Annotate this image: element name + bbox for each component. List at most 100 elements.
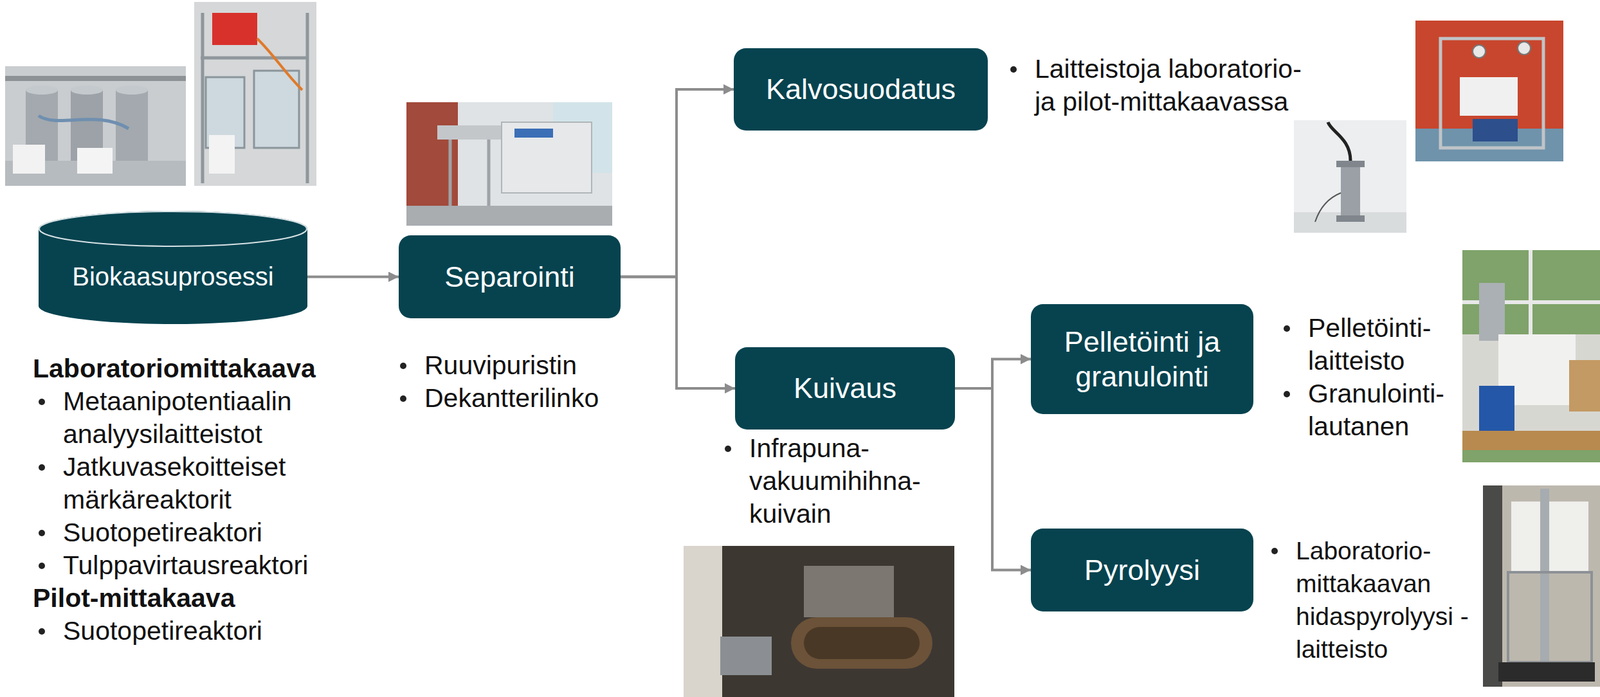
label-group: Laitteistoja laboratorio- ja pilot-mitta… [1034,52,1312,119]
node-label: Separointi [444,259,575,295]
photo-belt-dryer-part [803,627,920,660]
photo-membrane-module-part [1336,160,1365,168]
equipment-item: Suotopetireaktori [63,516,353,550]
cylinder-body [38,210,308,325]
photo-pyrolysis-rig-part [1511,501,1589,573]
photo-pelletizer-part [1479,385,1515,431]
photo-membrane-pilot-part [1459,77,1518,116]
photo-separation-machine-part [406,205,613,226]
photo-pelletizer [1462,250,1600,463]
node-label: Pelletöinti ja granulointi [1045,324,1240,395]
photo-pyrolysis-rig-part [1498,662,1595,682]
photo-belt-dryer-part [803,565,894,618]
photo-lab-reactors-part [5,75,186,82]
photo-glass-reactors-part [200,56,309,60]
photo-lab-reactors-part [70,85,103,95]
label-group: Laboratorio- mittakaavan hidaspyrolyysi … [1295,534,1480,666]
photo-lab-reactors-part [5,66,186,186]
node-label: Kuivaus [793,371,897,406]
process-box: Kalvosuodatus [733,48,988,131]
photo-pelletizer-part [1462,250,1600,463]
photo-membrane-module-part [1340,160,1361,222]
photo-membrane-module-part [1315,192,1341,222]
equipment-item: Ruuvipuristin [424,349,695,382]
photo-belt-dryer [683,545,955,697]
photo-pelletizer-part [1462,430,1600,451]
node-label: Pyrolyysi [1084,553,1200,588]
photo-glass-reactors-part [201,12,205,184]
equipment-item: Suotopetireaktori [63,614,353,648]
photo-separation-machine-part [406,102,613,226]
equipment-item: Metaanipotentiaalin analyysilaitteistot [63,385,353,451]
photo-membrane-pilot-part [1415,20,1564,162]
photo-pyrolysis-rig-part [1482,485,1600,687]
photo-glass-reactors-part [257,38,303,91]
process-box: Separointi [398,235,621,319]
photo-membrane-module-part [1293,120,1407,233]
scale-heading: Pilot-mittakaava [32,581,353,615]
equipment-item: Laboratorio- mittakaavan hidaspyrolyysi … [1295,534,1480,666]
photo-belt-dryer-part [683,545,723,697]
label-group: Pelletöinti- laitteistoGranulointi- laut… [1308,311,1460,444]
photo-membrane-module-part [1327,122,1351,161]
photo-glass-reactors-part [212,12,258,46]
process-box: Pelletöinti ja granulointi [1030,304,1254,415]
label-group: RuuvipuristinDekantterilinko [424,349,695,415]
photo-lab-reactors-part [25,85,58,95]
photo-separation-machine-part [514,128,554,138]
photo-separation-machine-part [448,139,453,210]
process-box: Pyrolyysi [1030,528,1254,612]
photo-glass-reactors-part [209,135,235,174]
flow-connector [620,89,734,278]
photo-separation-machine-part [487,139,491,210]
photo-lab-reactors [5,66,186,186]
photo-lab-reactors-part [77,147,113,174]
photo-membrane-module [1293,120,1407,233]
photo-belt-dryer-part [790,617,933,669]
photo-membrane-module-part [1336,215,1365,222]
photo-pelletizer-part [1479,282,1505,341]
equipment-item: Tulppavirtausreaktori [63,549,353,582]
equipment-item: Pelletöinti- laitteisto [1308,311,1460,378]
photo-glass-reactors [194,1,317,186]
photo-pyrolysis-rig-part [1482,485,1503,687]
equipment-item: Granulointi- lautanen [1308,377,1460,444]
flow-connector [954,359,1031,390]
flow-connector [954,388,1031,571]
photo-glass-reactors-part [194,1,317,186]
cylinder-top [39,211,307,247]
photo-lab-reactors-part [12,144,46,174]
photo-glass-reactors-part [254,70,300,148]
node-label: Biokaasuprosessi [72,261,274,292]
photo-pelletizer-part [1462,334,1600,438]
photo-membrane-pilot-part [1440,38,1544,148]
label-group: Infrapuna- vakuumihihna- kuivain [749,432,936,531]
label-group: LaboratoriomittakaavaMetaanipotentiaalin… [63,352,353,648]
photo-membrane-pilot-part [1472,118,1518,142]
scale-heading: Laboratoriomittakaava [32,352,353,386]
equipment-item: Infrapuna- vakuumihihna- kuivain [749,432,936,531]
photo-pelletizer-part [1569,360,1600,412]
photo-pyrolysis-rig-part [1540,488,1550,669]
photo-lab-reactors-part [115,85,148,95]
equipment-item: Jatkuvasekoitteiset märkäreaktorit [63,450,353,517]
flow-connector [620,277,736,390]
photo-glass-reactors-part [306,12,310,184]
photo-belt-dryer-part [720,636,772,676]
photo-separation-machine [406,102,613,226]
process-cylinder: Biokaasuprosessi [38,210,308,325]
photo-membrane-pilot-part [1517,41,1531,55]
photo-pyrolysis-rig [1482,485,1600,687]
photo-lab-reactors-part [38,115,129,129]
process-box: Kuivaus [735,347,955,430]
photo-separation-machine-part [501,122,592,193]
node-label: Kalvosuodatus [765,72,956,107]
equipment-item: Laitteistoja laboratorio- ja pilot-mitta… [1034,52,1312,119]
photo-membrane-pilot [1415,20,1564,162]
photo-belt-dryer-part [683,545,955,697]
flow-connector [307,275,399,279]
equipment-item: Dekantterilinko [424,381,695,415]
photo-membrane-pilot-part [1472,45,1486,58]
photo-pelletizer-part [1528,250,1533,335]
